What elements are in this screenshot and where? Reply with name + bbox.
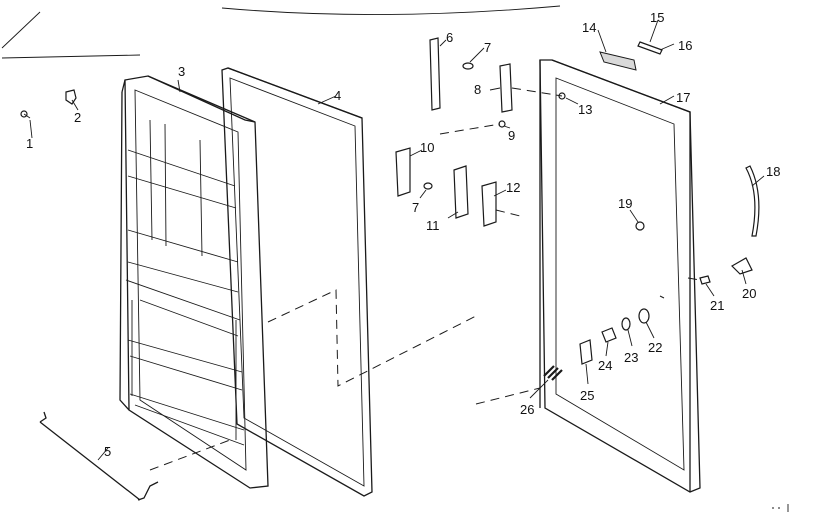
callout-24: 24 (598, 358, 612, 373)
door-gasket-part-4 (221, 67, 373, 497)
callout-21: 21 (710, 298, 724, 313)
bracket-part-12 (481, 181, 497, 227)
callout-14: 14 (582, 20, 596, 35)
callout-26: 26 (520, 402, 534, 417)
callout-2: 2 (74, 110, 81, 125)
scan-line-top-left (1, 11, 41, 49)
guide-line-8 (659, 295, 665, 299)
guide-line-4 (511, 87, 563, 97)
door-handle-part-18 (745, 165, 760, 237)
callout-12: 12 (506, 180, 520, 195)
washer-part-23 (621, 317, 631, 331)
clip-part-2 (65, 89, 77, 105)
strike-part-25 (579, 339, 593, 365)
callout-15: 15 (650, 10, 664, 25)
callout-18: 18 (766, 164, 780, 179)
door-panel-part-17 (539, 59, 701, 493)
bracket-part-10 (395, 147, 411, 197)
callout-1: 1 (26, 136, 33, 151)
guide-line-5 (439, 123, 501, 135)
plug-button-part-19 (635, 221, 645, 231)
callout-8: 8 (474, 82, 481, 97)
callout-11: 11 (426, 218, 440, 233)
hinge-pin-part-7-upper (462, 62, 474, 70)
callout-5: 5 (104, 444, 111, 459)
callout-16: 16 (678, 38, 692, 53)
callout-13: 13 (578, 102, 592, 117)
guide-line-6 (495, 209, 521, 217)
callout-23: 23 (624, 350, 638, 365)
screw-part-21 (699, 275, 711, 285)
trim-strip-part-15 (637, 41, 663, 55)
hinge-pin-part-7-lower (423, 182, 433, 190)
guide-line-7 (687, 277, 701, 281)
callout-6: 6 (446, 30, 453, 45)
guide-line-3 (475, 387, 541, 405)
scan-line-top (221, 5, 561, 15)
callout-9: 9 (508, 128, 515, 143)
callout-10: 10 (420, 140, 434, 155)
cap-part-22 (638, 308, 650, 324)
callout-25: 25 (580, 388, 594, 403)
latch-part-20 (731, 257, 753, 275)
callout-7b: 7 (412, 200, 419, 215)
handle-bracket-part-14 (599, 51, 637, 71)
shelf-rail-part-5 (39, 411, 159, 501)
guide-line (267, 289, 477, 387)
callout-22: 22 (648, 340, 662, 355)
callout-17: 17 (676, 90, 690, 105)
spacer-part-9 (498, 120, 506, 128)
leader-lines (29, 19, 765, 461)
hinge-bracket-part-6 (429, 37, 441, 111)
door-liner-part-3 (119, 75, 269, 489)
hinge-plate-part-11 (453, 165, 469, 219)
callout-4: 4 (334, 88, 341, 103)
scan-speck (772, 504, 789, 512)
bolt-part-24 (601, 327, 617, 343)
callout-7a: 7 (484, 40, 491, 55)
hinge-plate-part-8 (499, 63, 513, 113)
screw-part-1 (20, 110, 31, 119)
scan-line-top-left-2 (1, 54, 141, 59)
callout-19: 19 (618, 196, 632, 211)
spring-part-26 (543, 365, 563, 381)
guide-line-2 (149, 439, 231, 471)
callout-3: 3 (178, 64, 185, 79)
callout-20: 20 (742, 286, 756, 301)
